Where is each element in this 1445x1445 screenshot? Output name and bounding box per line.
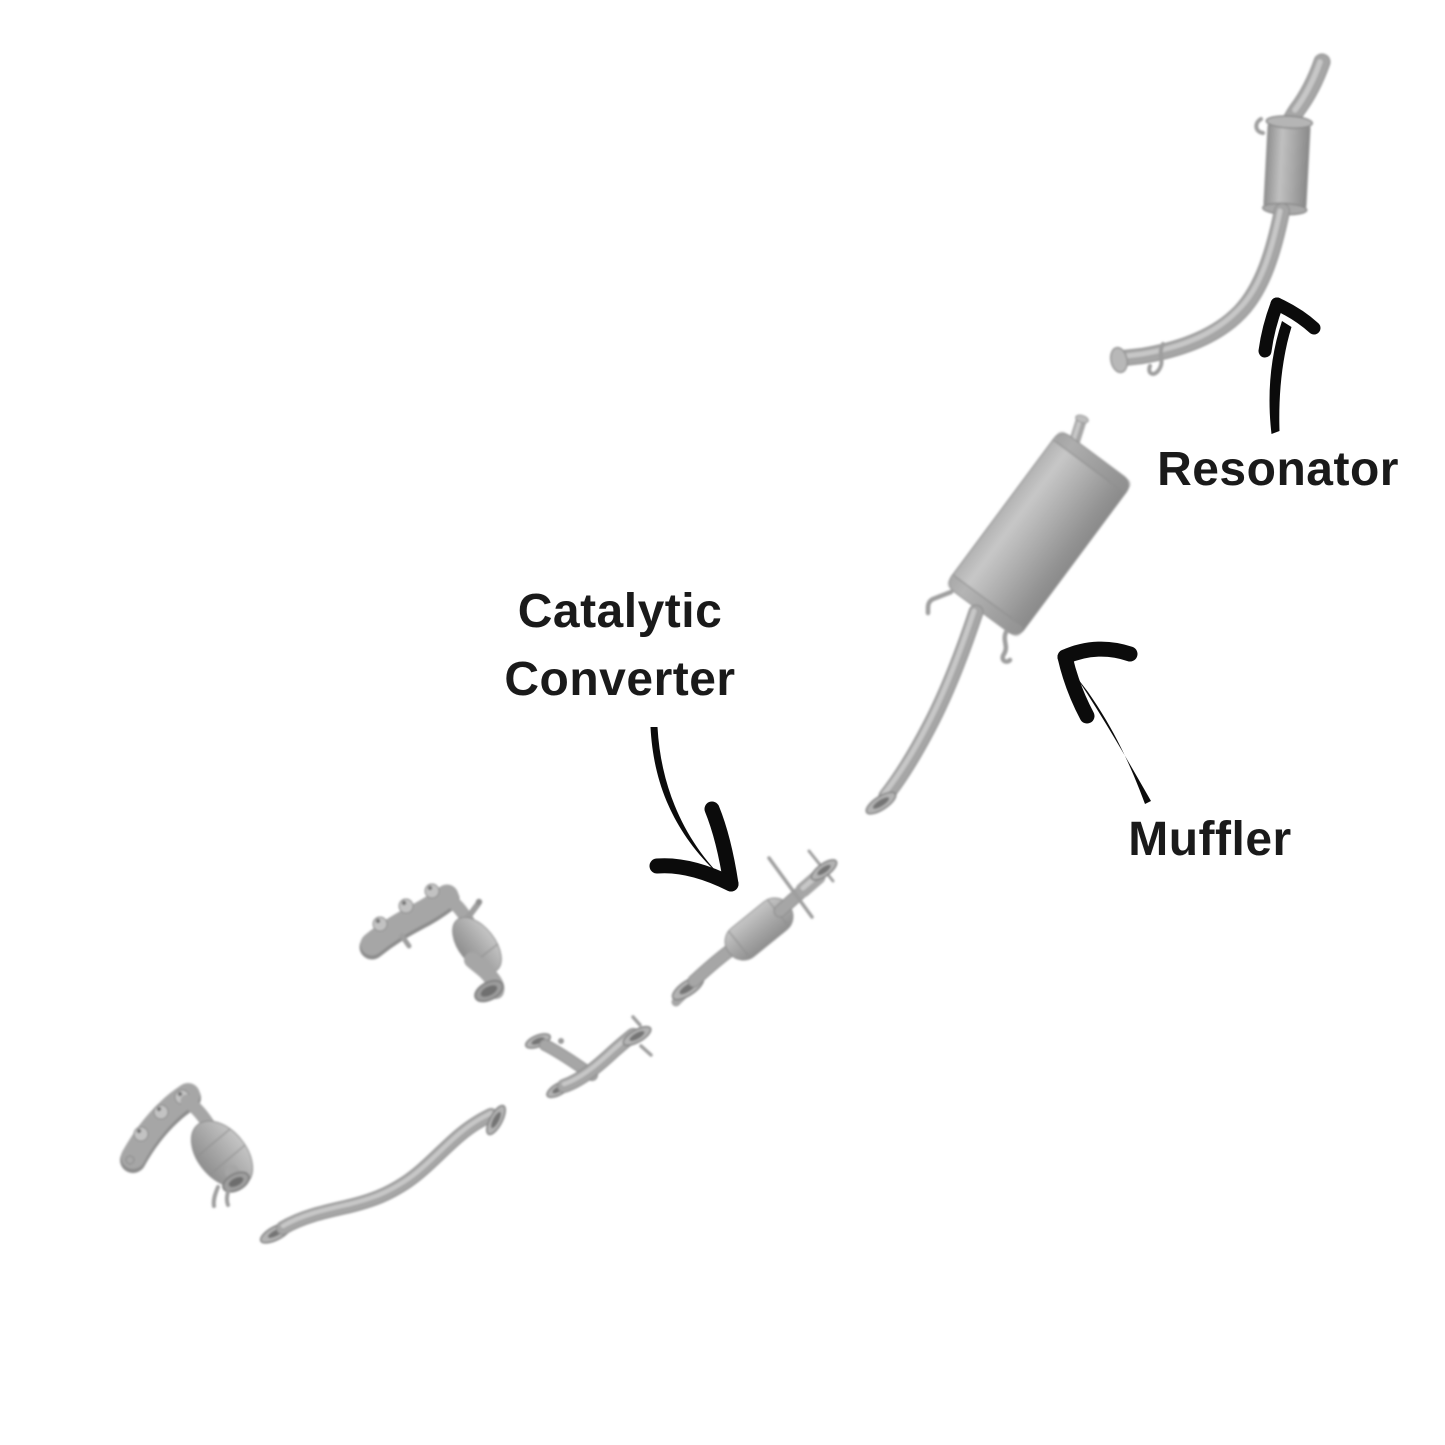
- manifold-converter-bank1-image: [359, 883, 505, 1003]
- resonator-arrow: [1258, 297, 1321, 434]
- muffler-arrow: [1057, 641, 1151, 804]
- catalytic-converter-label: Catalytic Converter: [440, 578, 800, 714]
- catalytic-converter-label-line2: Converter: [504, 653, 736, 706]
- catalytic-converter-image: [671, 849, 838, 1007]
- manifold-converter-bank2-image: [120, 1083, 254, 1208]
- catalytic-converter-label-line1: Catalytic: [517, 585, 723, 638]
- y-pipe-image: [524, 1015, 653, 1099]
- annotation-arrows: [649, 297, 1321, 892]
- catalytic-converter-arrow: [649, 727, 739, 892]
- muffler-image: [865, 414, 1131, 815]
- front-pipe-image: [259, 1104, 506, 1244]
- resonator-tailpipe-image: [1110, 53, 1331, 376]
- muffler-label: Muffler: [1128, 813, 1292, 866]
- resonator-label: Resonator: [1157, 443, 1399, 496]
- parts-layer: [120, 53, 1331, 1244]
